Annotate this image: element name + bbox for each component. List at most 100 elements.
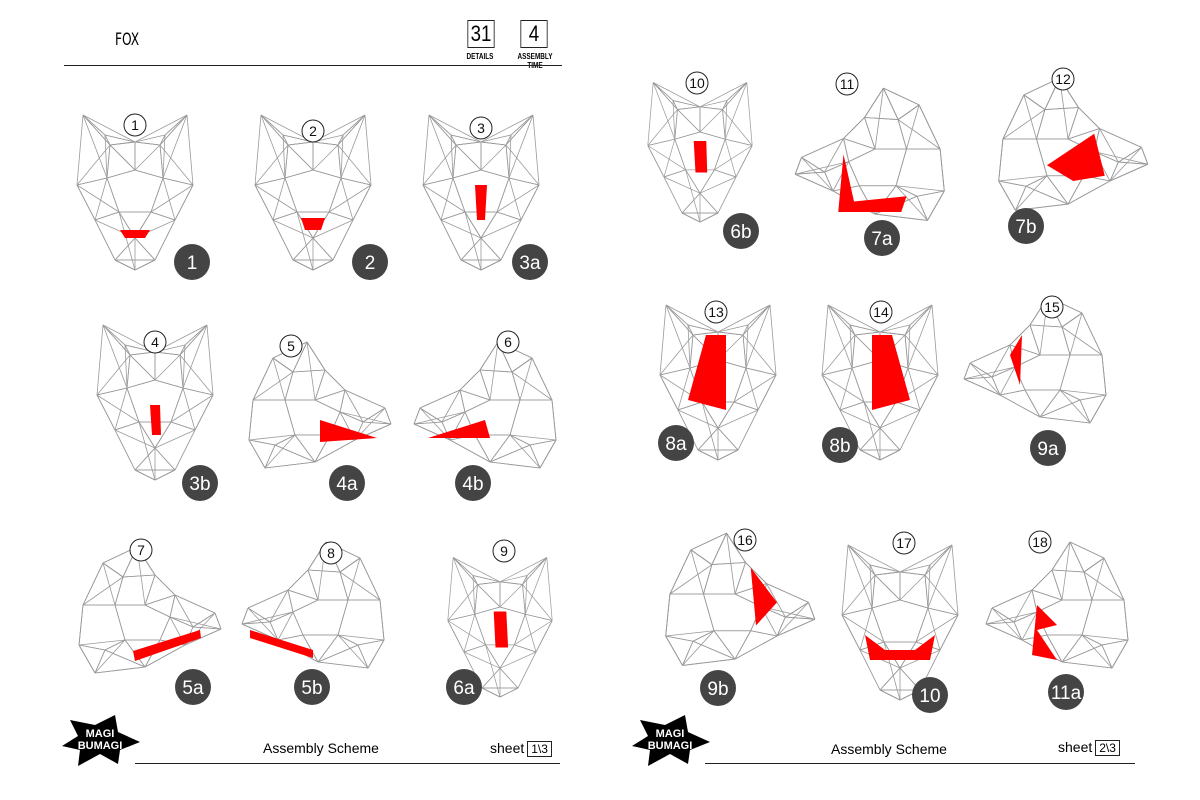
svg-text:9: 9 xyxy=(500,543,508,559)
sheet-number: 1\3 xyxy=(527,741,552,757)
svg-text:17: 17 xyxy=(896,535,912,551)
svg-text:2: 2 xyxy=(309,123,317,139)
highlighted-part xyxy=(475,185,487,220)
header-divider xyxy=(64,65,562,66)
svg-text:3b: 3b xyxy=(189,474,210,495)
svg-text:5a: 5a xyxy=(182,678,204,699)
model-title: FOX xyxy=(115,30,140,50)
highlighted-part xyxy=(750,567,777,626)
highlighted-part xyxy=(838,154,907,212)
fox-head-step-18 xyxy=(985,541,1129,669)
fox-head-step-1 xyxy=(76,114,194,271)
footer-divider-1 xyxy=(135,763,560,764)
fox-head-step-13 xyxy=(659,304,777,461)
highlighted-part xyxy=(301,218,325,230)
svg-text:12: 12 xyxy=(1055,71,1071,87)
fox-head-step-15 xyxy=(963,296,1107,424)
fox-head-step-11 xyxy=(794,87,945,221)
svg-text:BUMAGI: BUMAGI xyxy=(648,740,693,752)
highlighted-part xyxy=(688,335,726,410)
svg-text:13: 13 xyxy=(708,304,724,320)
highlighted-part xyxy=(250,630,313,658)
fox-head-step-12 xyxy=(998,77,1149,211)
sheet-label: sheet xyxy=(1058,739,1093,755)
part-badge: 4a xyxy=(329,465,365,501)
assembly-time-value: 4 xyxy=(520,20,548,48)
sheet-number: 2\3 xyxy=(1095,740,1120,756)
step-number: 7 xyxy=(129,538,153,562)
part-badge: 7a xyxy=(864,220,900,256)
svg-text:18: 18 xyxy=(1032,534,1048,550)
step-number: 16 xyxy=(733,528,757,552)
svg-text:6b: 6b xyxy=(730,222,751,243)
details-count: 31 xyxy=(467,20,495,48)
footer-title-2: Assembly Scheme xyxy=(831,741,947,757)
details-label: DETAILS xyxy=(466,52,494,61)
svg-text:6a: 6a xyxy=(453,678,475,699)
fox-head-step-8 xyxy=(241,541,385,669)
step-number: 8 xyxy=(319,541,343,565)
part-badge: 8b xyxy=(822,427,858,463)
svg-text:3a: 3a xyxy=(519,253,541,274)
footer-divider-2 xyxy=(705,763,1135,764)
highlighted-part xyxy=(693,141,708,173)
highlighted-part xyxy=(493,611,509,648)
highlighted-part xyxy=(150,405,161,435)
svg-text:8a: 8a xyxy=(665,434,687,455)
step-number: 15 xyxy=(1040,295,1064,319)
step-number: 17 xyxy=(892,531,916,555)
fox-head-step-7 xyxy=(78,546,222,674)
step-number: 18 xyxy=(1028,530,1052,554)
fox-head-step-17 xyxy=(841,544,959,701)
highlighted-part xyxy=(133,630,201,661)
highlighted-part xyxy=(1047,133,1105,181)
part-badge: 3b xyxy=(182,465,218,501)
part-badge: 11a xyxy=(1048,674,1084,710)
svg-text:10: 10 xyxy=(689,75,705,91)
highlighted-part xyxy=(1032,605,1057,660)
highlighted-part xyxy=(120,230,150,238)
step-number: 6 xyxy=(496,330,520,354)
part-badge: 6a xyxy=(446,669,482,705)
svg-text:11: 11 xyxy=(840,76,855,92)
part-badge: 7b xyxy=(1008,208,1044,244)
svg-text:MAGI: MAGI xyxy=(86,728,115,740)
step-number: 14 xyxy=(869,300,893,324)
part-badge: 8a xyxy=(658,425,694,461)
svg-text:16: 16 xyxy=(737,532,753,548)
svg-text:5: 5 xyxy=(287,338,295,354)
svg-text:6: 6 xyxy=(504,334,512,350)
fox-head-step-16 xyxy=(665,532,816,666)
fox-head-step-3 xyxy=(422,114,540,271)
svg-text:3: 3 xyxy=(477,120,485,136)
svg-text:7: 7 xyxy=(137,542,145,558)
sheet-label: sheet xyxy=(490,740,525,756)
svg-text:MAGI: MAGI xyxy=(656,728,685,740)
part-badge: 5b xyxy=(294,669,330,705)
step-number: 2 xyxy=(301,119,325,143)
highlighted-part xyxy=(1010,335,1022,385)
fox-head-step-2 xyxy=(254,114,372,271)
part-badge: 6b xyxy=(723,213,759,249)
fox-head-step-6 xyxy=(413,341,557,469)
step-number: 12 xyxy=(1051,67,1075,91)
fox-head-step-5 xyxy=(248,341,392,469)
fox-head-step-14 xyxy=(821,304,939,461)
highlighted-part xyxy=(428,420,490,438)
svg-text:1: 1 xyxy=(187,253,198,274)
highlighted-part xyxy=(865,635,935,660)
svg-text:7a: 7a xyxy=(871,229,893,250)
part-badge: 1 xyxy=(174,244,210,280)
step-number: 5 xyxy=(279,334,303,358)
part-badge: 3a xyxy=(512,244,548,280)
part-badge: 10 xyxy=(912,677,948,713)
step-number: 1 xyxy=(123,113,147,137)
svg-text:8: 8 xyxy=(327,545,335,561)
svg-text:10: 10 xyxy=(919,686,940,707)
highlighted-part xyxy=(320,420,377,442)
step-number: 13 xyxy=(704,300,728,324)
